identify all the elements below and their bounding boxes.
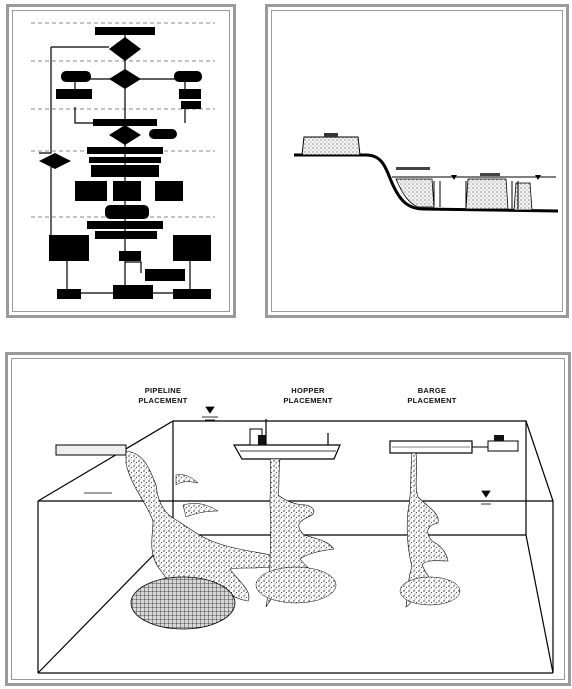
placement-figure: PIPELINE PLACEMENT HOPPER PLACEMENT BARG… bbox=[8, 355, 572, 689]
barge-label-line2: PLACEMENT bbox=[407, 396, 456, 405]
flowchart-panel bbox=[6, 4, 236, 318]
hopper-label-line2: PLACEMENT bbox=[283, 396, 332, 405]
hopper-label-line1: HOPPER bbox=[291, 386, 325, 395]
pipeline-label-line2: PLACEMENT bbox=[138, 396, 187, 405]
pipeline-label-line1: PIPELINE bbox=[145, 386, 182, 395]
flowchart-figure bbox=[9, 7, 239, 321]
placement-panel: PIPELINE PLACEMENT HOPPER PLACEMENT BARG… bbox=[5, 352, 571, 686]
profile-panel bbox=[265, 4, 569, 318]
profile-figure bbox=[268, 7, 572, 321]
barge-label-line1: BARGE bbox=[418, 386, 447, 395]
